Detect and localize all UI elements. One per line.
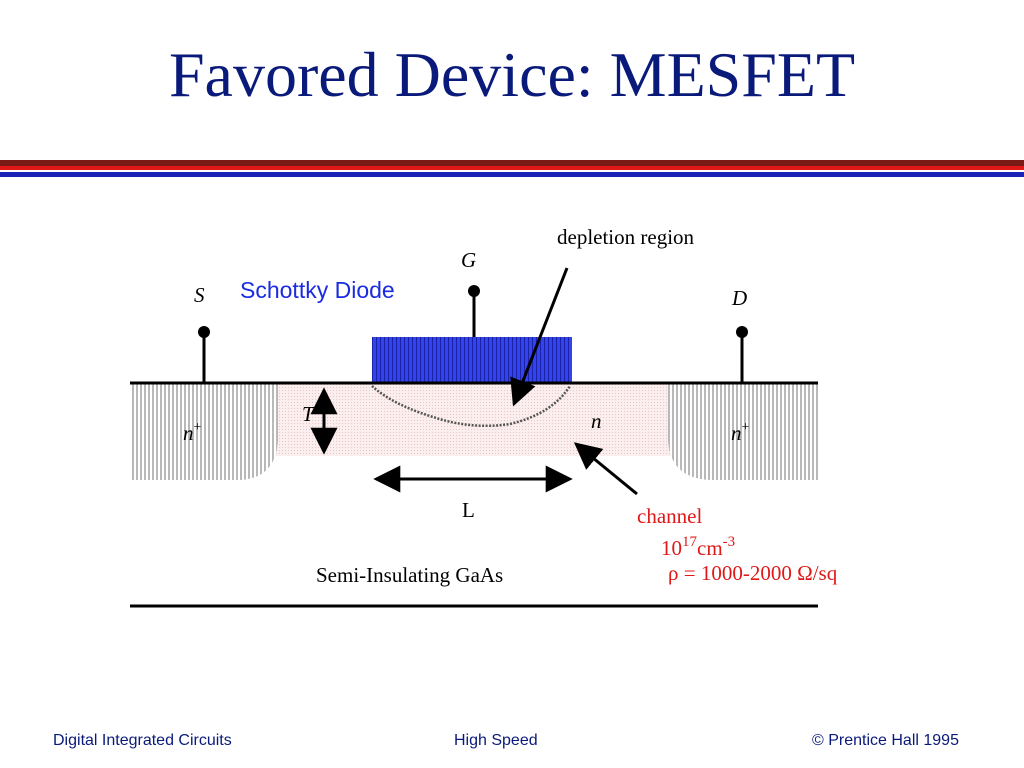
depletion-boundary [371,385,572,428]
divider-white [0,170,1024,172]
divider-red [0,166,1024,170]
drain-label: D [731,286,747,310]
divider-blue [0,172,1024,177]
drain-terminal-dot [736,326,748,338]
gate-terminal-dot [468,285,480,297]
sheet-resistance-label: ρ = 1000-2000 Ω/sq [668,561,838,585]
n-channel-label: n [591,409,602,433]
nplus-source-region [130,384,278,480]
depletion-pointer-arrow [510,267,569,407]
slide-title: Favored Device: MESFET [168,39,856,110]
footer-course: Digital Integrated Circuits [53,732,232,749]
footer-topic: High Speed [454,732,538,749]
nplus-source-label: n+ [183,420,202,445]
divider-maroon [0,160,1024,166]
channel-pointer-arrow [573,442,638,496]
length-label: L [462,498,475,522]
depletion-region-label: depletion region [557,225,695,249]
footer-copyright: © Prentice Hall 1995 [812,732,959,749]
gate-label: G [461,248,476,272]
nplus-drain-label: n+ [731,420,750,445]
substrate-label: Semi-Insulating GaAs [316,563,503,587]
channel-label: channel [637,504,702,528]
thickness-label: T [302,402,315,426]
source-label: S [194,283,205,307]
nplus-drain-region [668,384,818,480]
schottky-diode-label: Schottky Diode [240,277,395,303]
gate-metal [372,337,572,384]
doping-label: 1017cm-3 [661,534,735,560]
source-terminal-dot [198,326,210,338]
